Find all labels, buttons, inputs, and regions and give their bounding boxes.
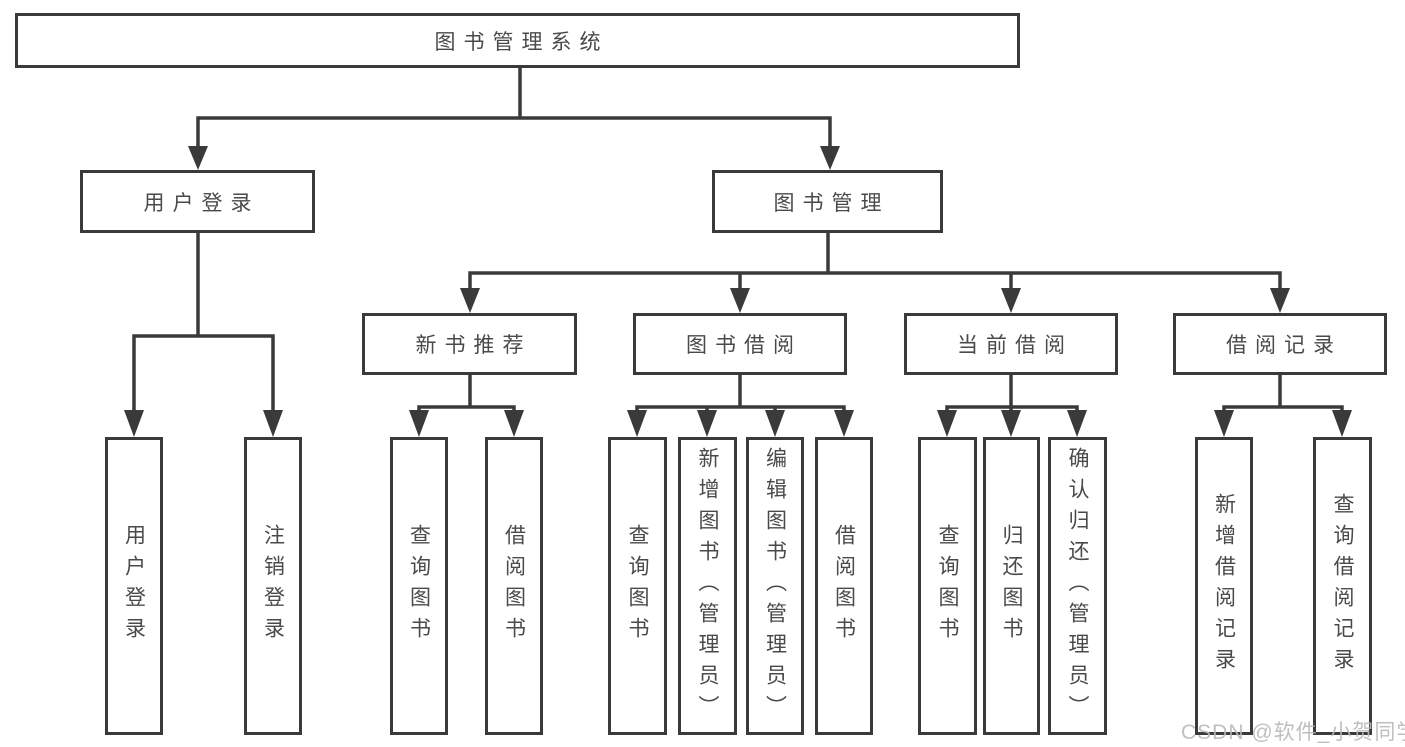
- leaf-current-return-books: 归还图书: [983, 437, 1040, 735]
- root-node-library-management-system: 图书管理系统: [15, 13, 1020, 68]
- leaf-record-query-borrow-record: 查询借阅记录: [1313, 437, 1372, 735]
- leaf-borrow-borrow-books: 借阅图书: [815, 437, 873, 735]
- leaf-current-confirm-return-admin: 确认归还（管理员）: [1048, 437, 1107, 735]
- leaf-borrow-add-books-admin: 新增图书（管理员）: [678, 437, 737, 735]
- node-borrow-record: 借阅记录: [1173, 313, 1387, 375]
- node-current-borrow: 当前借阅: [904, 313, 1118, 375]
- node-new-book-recommend: 新书推荐: [362, 313, 577, 375]
- leaf-current-query-books: 查询图书: [918, 437, 977, 735]
- watermark: CSDN @软件_小贺同学: [1181, 721, 1405, 744]
- node-user-login: 用户登录: [80, 170, 315, 233]
- node-book-borrow: 图书借阅: [633, 313, 847, 375]
- leaf-recommend-borrow-books: 借阅图书: [485, 437, 543, 735]
- leaf-logout-login: 注销登录: [244, 437, 302, 735]
- node-book-management: 图书管理: [712, 170, 943, 233]
- leaf-record-add-borrow-record: 新增借阅记录: [1195, 437, 1253, 735]
- leaf-recommend-query-books: 查询图书: [390, 437, 448, 735]
- leaf-user-login: 用户登录: [105, 437, 163, 735]
- leaf-borrow-query-books: 查询图书: [608, 437, 667, 735]
- leaf-borrow-edit-books-admin: 编辑图书（管理员）: [746, 437, 804, 735]
